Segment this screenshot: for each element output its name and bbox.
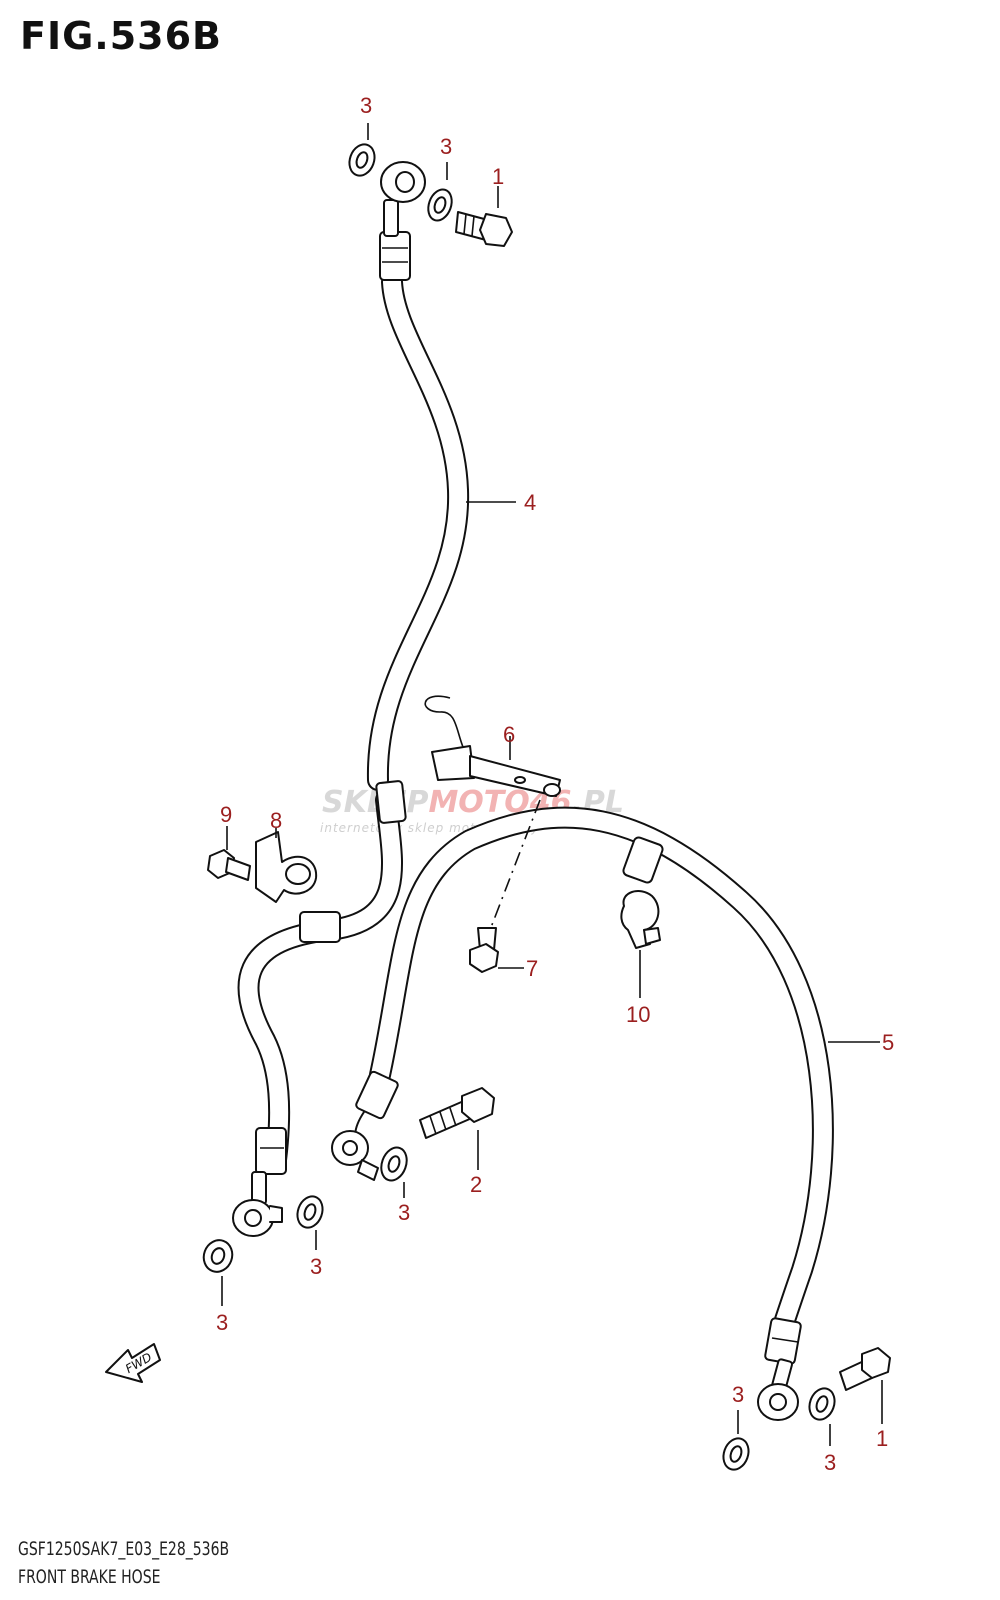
brake-hose-upper: [237, 231, 470, 1175]
union-bolt-upper: [455, 211, 513, 247]
callout-3-lower-a: 3: [216, 1310, 228, 1335]
callout-3-upper-left: 3: [360, 93, 372, 118]
callout-1-lower: 1: [876, 1426, 888, 1451]
banjo-fitting-lower-middle: [331, 1111, 379, 1181]
callout-7: 7: [526, 956, 538, 981]
washer-upper-right: [427, 188, 453, 222]
figure-name: FRONT BRAKE HOSE: [18, 1566, 161, 1588]
callout-3-lower-c: 3: [398, 1200, 410, 1225]
hose-clamp-6: [424, 695, 561, 797]
washer-lower-3d: [722, 1437, 750, 1471]
banjo-fitting-lower-left: [232, 1171, 283, 1237]
callout-5: 5: [882, 1030, 894, 1055]
model-code: GSF1250SAK7_E03_E28_536B: [18, 1538, 230, 1560]
leader-lines: [221, 123, 883, 1446]
hose-clamp-8: [255, 831, 318, 903]
callout-6: 6: [503, 722, 515, 747]
washer-upper-left: [348, 143, 376, 177]
callout-3-upper-right: 3: [440, 134, 452, 159]
banjo-fitting-upper: [380, 161, 426, 237]
callout-labels: 3 3 1 4 6 9 8 7 10 5 2 3 3 3 3 3 1: [216, 93, 894, 1475]
callout-10: 10: [626, 1002, 650, 1027]
banjo-fitting-lower-right: [757, 1358, 799, 1421]
callout-8: 8: [270, 808, 282, 833]
callout-3-lower-d: 3: [732, 1382, 744, 1407]
callout-4: 4: [524, 490, 536, 515]
callout-3-lower-e: 3: [824, 1450, 836, 1475]
figure-title: FIG.536B: [20, 14, 223, 58]
hose-clamp-10: [620, 890, 661, 949]
bolt-9: [207, 849, 251, 881]
washer-lower-3b: [296, 1195, 324, 1229]
fwd-arrow-icon: FWD: [105, 1343, 161, 1383]
brake-hose-lower-right: [355, 806, 834, 1365]
washer-lower-3a: [202, 1239, 234, 1273]
union-bolt-1-lower: [839, 1347, 891, 1391]
bolt-7: [469, 927, 499, 973]
callout-2: 2: [470, 1172, 482, 1197]
callout-9: 9: [220, 802, 232, 827]
callout-3-lower-b: 3: [310, 1254, 322, 1279]
callout-1-upper: 1: [492, 164, 504, 189]
union-bolt-2: [419, 1087, 495, 1139]
washer-lower-3e: [808, 1387, 836, 1421]
washer-lower-3c: [380, 1146, 408, 1182]
